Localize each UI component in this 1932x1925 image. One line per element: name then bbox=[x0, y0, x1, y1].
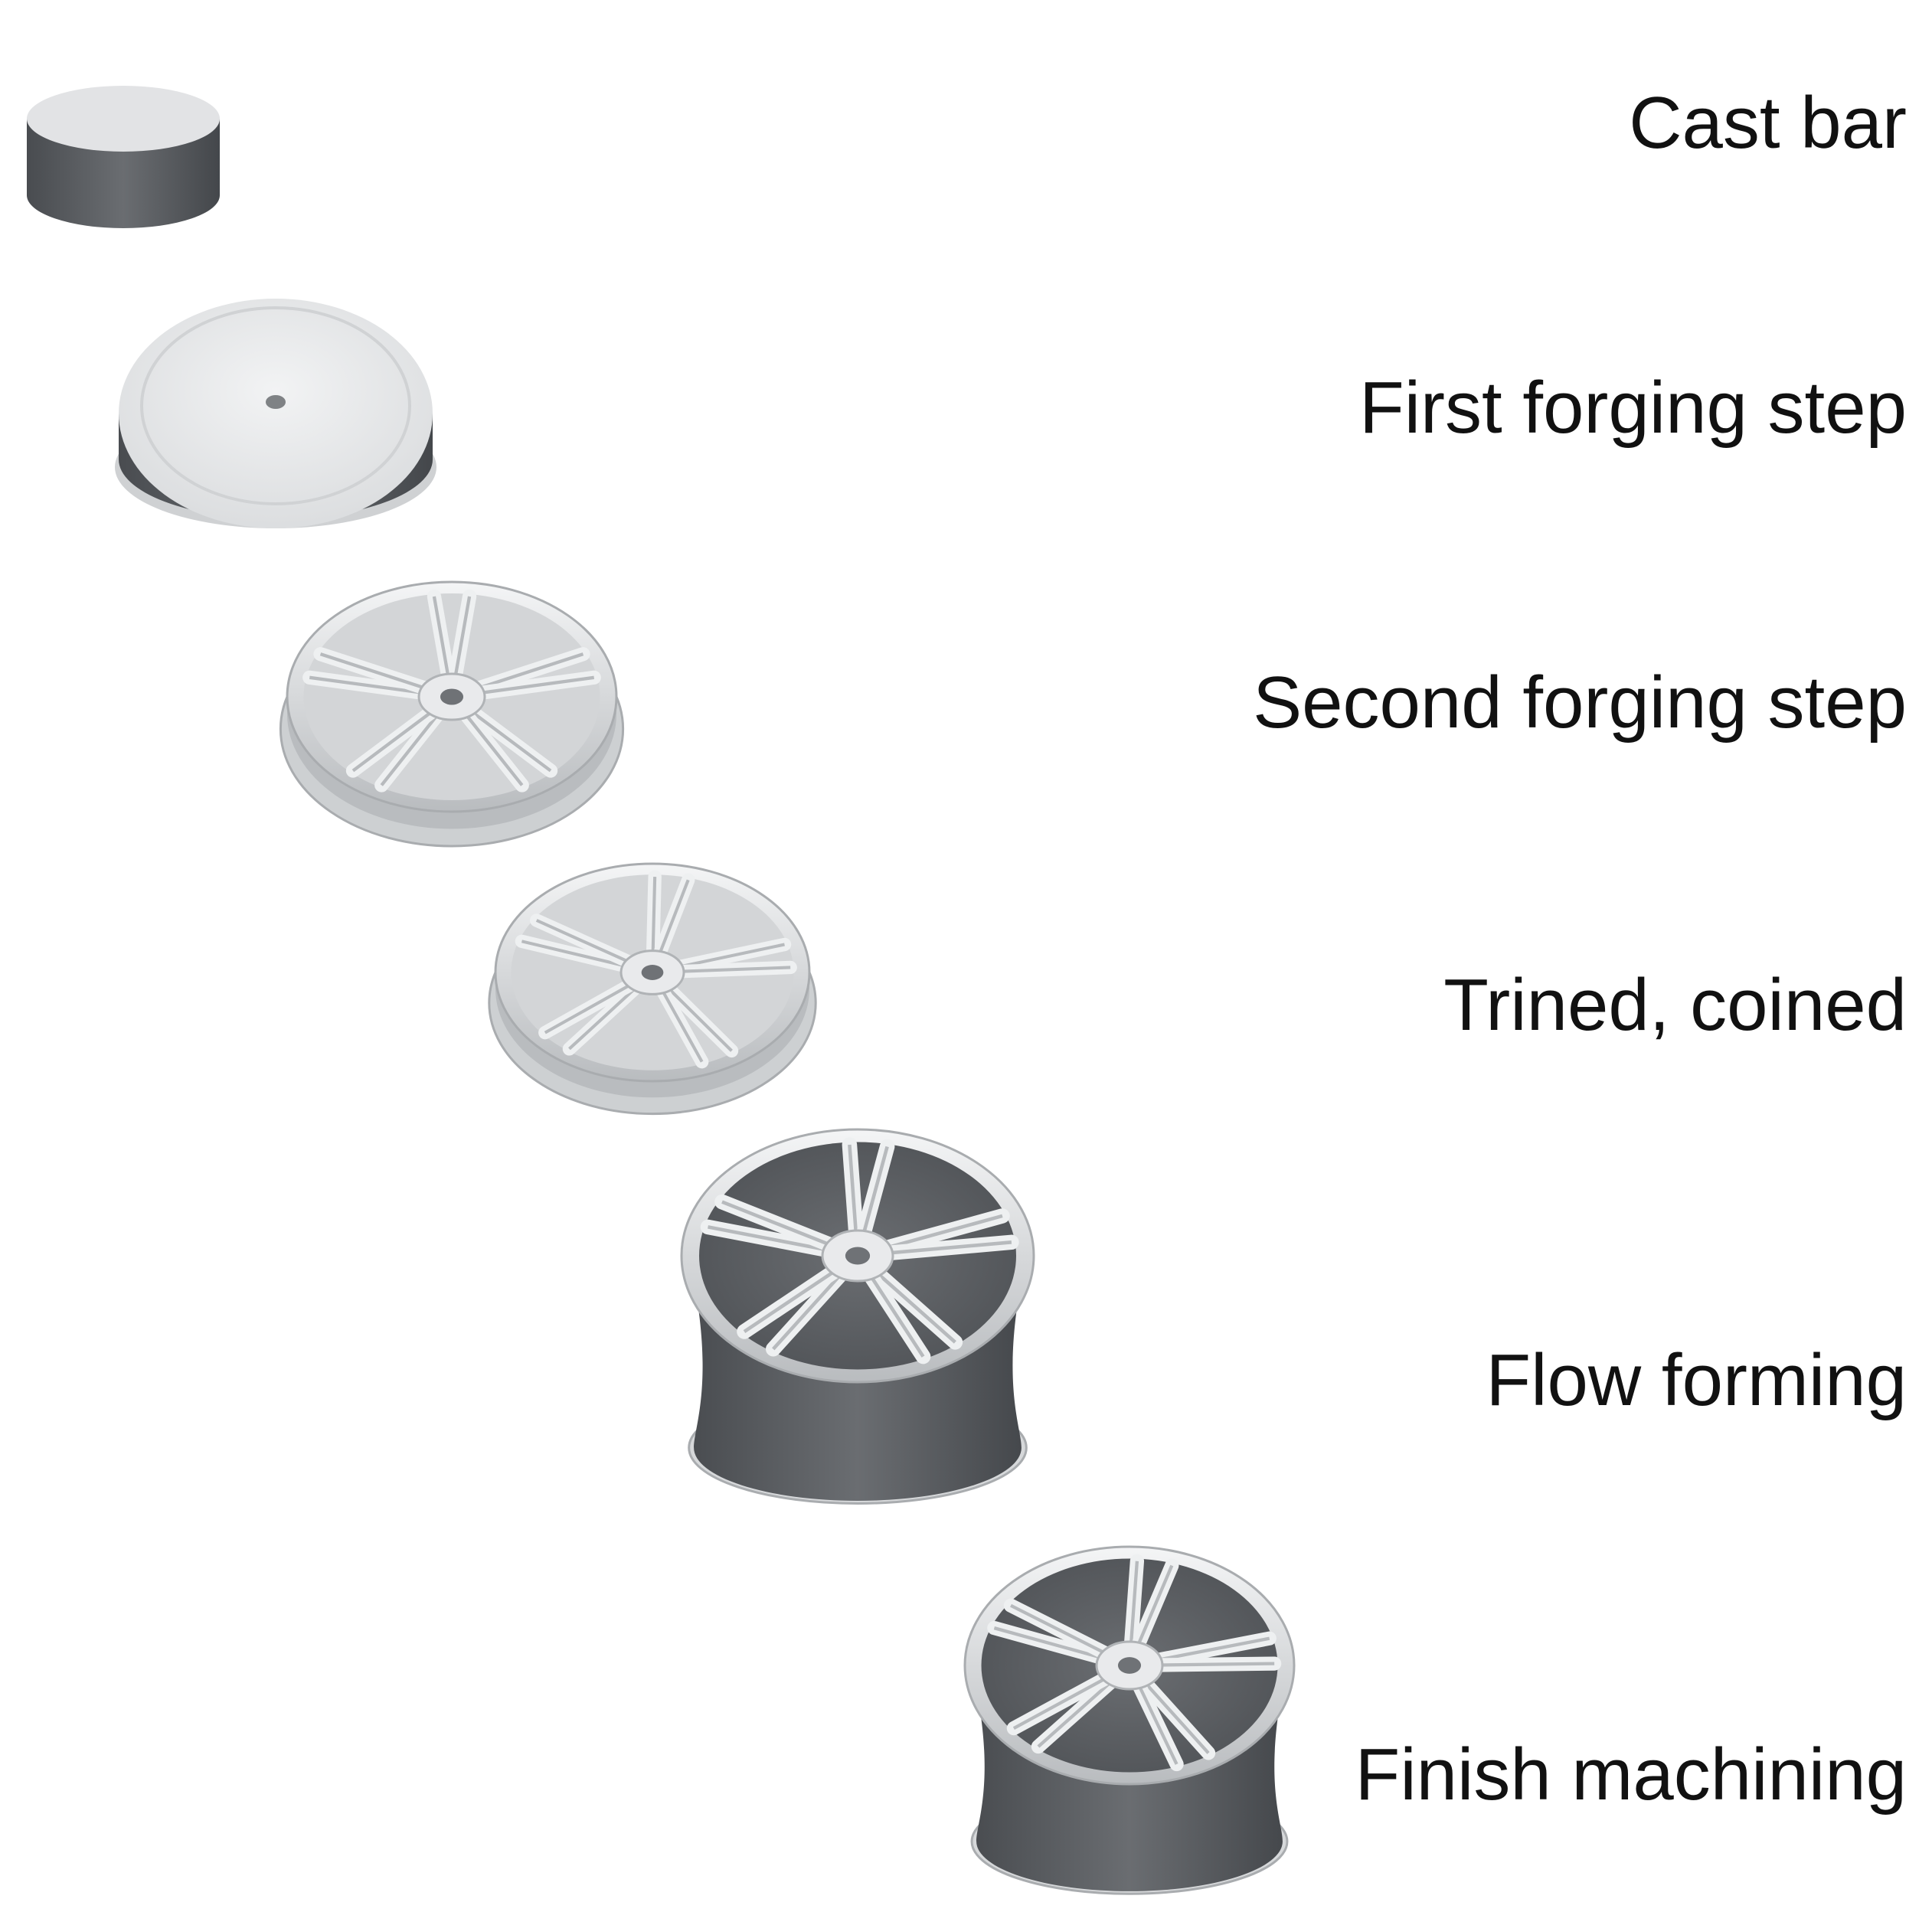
trimmed-coined-preform-illustration bbox=[488, 862, 817, 1116]
cast-bar-illustration bbox=[27, 86, 220, 228]
flow-formed-wheel-illustration bbox=[680, 1128, 1035, 1505]
finish-machined-wheel-illustration bbox=[963, 1545, 1296, 1895]
step-label-trimmed-coined: Trined, coined bbox=[1443, 964, 1907, 1046]
second-forging-preform-illustration bbox=[279, 580, 625, 848]
step-label-second-forging: Second forging step bbox=[1253, 662, 1907, 744]
step-label-first-forging: First forging step bbox=[1359, 367, 1907, 449]
step-label-cast-bar: Cast bar bbox=[1629, 82, 1907, 164]
step-label-finish-machining: Finish machining bbox=[1355, 1734, 1907, 1816]
step-label-flow-forming: Flow forming bbox=[1486, 1339, 1907, 1421]
first-forging-disc-illustration bbox=[115, 299, 436, 528]
